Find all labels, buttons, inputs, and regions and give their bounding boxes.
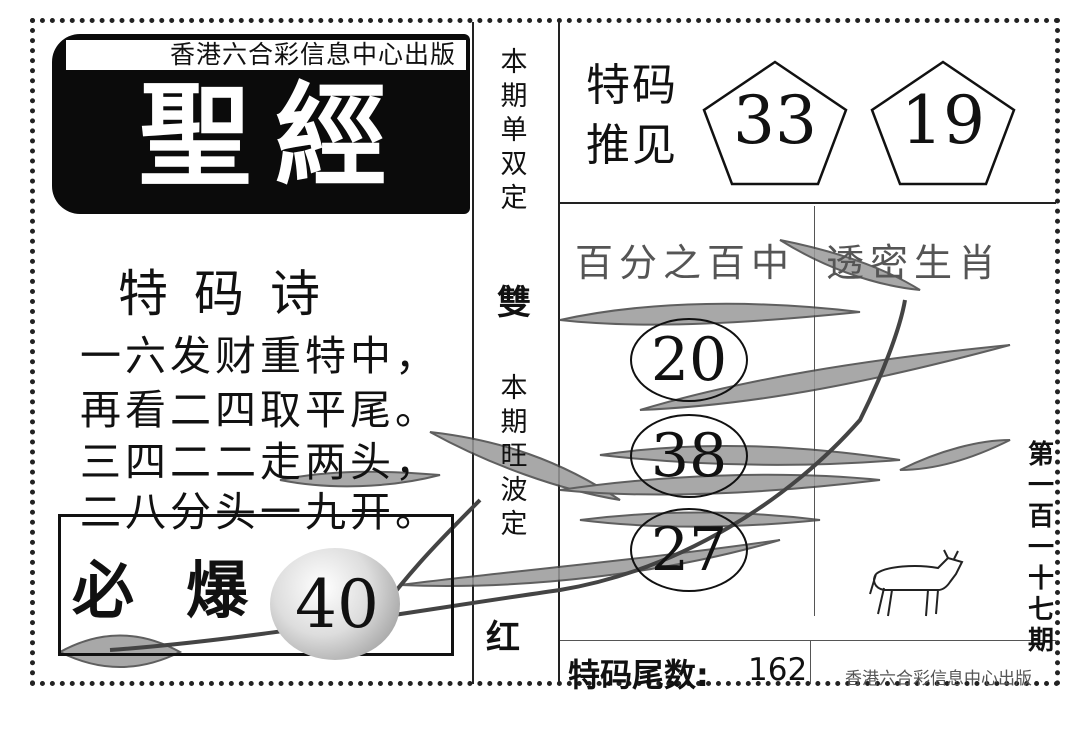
- poem-line: 再看二四取平尾。: [80, 386, 440, 434]
- handwritten-left: 百分之百中: [575, 241, 796, 285]
- recommend-number: 33: [733, 82, 817, 159]
- pentagon-icon: [702, 60, 848, 186]
- zodiac-number: 27: [650, 515, 728, 585]
- tail-label: 特码尾数:: [568, 656, 709, 694]
- column-divider-left: [472, 22, 474, 684]
- zodiac-number-oval: [630, 318, 748, 402]
- odd-even-label: 本期单双定: [500, 47, 528, 214]
- must-explode-number: 40: [295, 566, 379, 643]
- zodiac-number-oval: [630, 508, 748, 592]
- hand-divider: [814, 206, 815, 616]
- poem-line: 一六发财重特中，: [80, 332, 440, 380]
- must-explode-label: 必爆: [72, 554, 301, 627]
- special-recommend-label: 特码推见: [586, 60, 678, 171]
- tail-value-divider: [810, 640, 811, 684]
- recommend-divider: [560, 202, 1056, 204]
- zodiac-number: 20: [650, 325, 728, 395]
- tail-value: 162: [748, 652, 808, 688]
- wave-answer: 红: [486, 618, 520, 658]
- masthead-title: 聖經: [139, 72, 411, 202]
- column-divider-right: [558, 22, 560, 684]
- must-explode-box: [58, 514, 454, 656]
- pentagon-icon: [870, 60, 1016, 186]
- poem-line: 二八分头一九开。: [80, 488, 440, 536]
- poem-line: 三四二二走两头，: [80, 438, 440, 486]
- recommend-number: 19: [901, 82, 985, 159]
- tail-divider: [560, 640, 1056, 641]
- footer-publisher: 香港六合彩信息中心出版: [845, 669, 1032, 689]
- publisher-header: 香港六合彩信息中心出版: [66, 40, 466, 70]
- ox-icon: [869, 549, 964, 617]
- zodiac-number-oval: [630, 414, 748, 498]
- issue-number: 第一百一十七期: [1027, 440, 1054, 656]
- poem-title: 特码诗: [118, 265, 346, 323]
- zodiac-number: 38: [650, 421, 728, 491]
- dotted-border-frame: [30, 18, 1060, 686]
- wave-label: 本期旺波定: [500, 373, 528, 540]
- odd-even-answer: 雙: [497, 283, 531, 323]
- ball-icon: [270, 548, 400, 660]
- handwritten-right: 透密生肖: [826, 241, 1003, 285]
